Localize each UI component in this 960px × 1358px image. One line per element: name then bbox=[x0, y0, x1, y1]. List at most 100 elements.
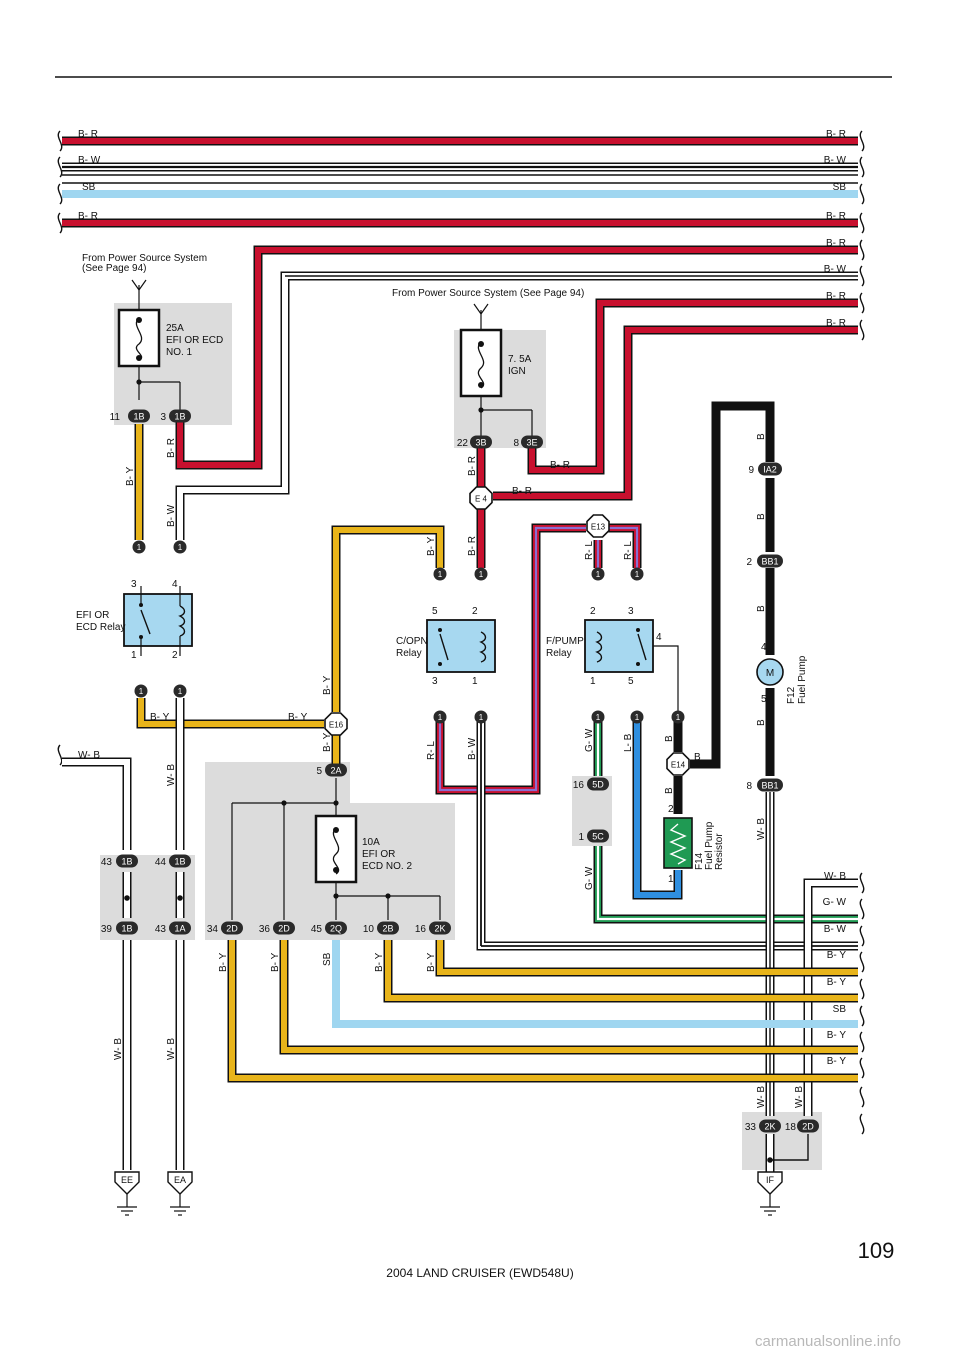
power-source-note: From Power Source System (See Page 94) bbox=[392, 288, 584, 299]
relay-label: Relay bbox=[396, 648, 422, 659]
ground-tag-ea: EA bbox=[167, 1171, 193, 1195]
junction-code: E14 bbox=[671, 761, 686, 770]
pin-code: 1 bbox=[676, 713, 681, 722]
wire-rl-e13 bbox=[598, 523, 642, 568]
relay-fpump bbox=[584, 619, 654, 673]
wire-label: B bbox=[664, 787, 675, 794]
wire-by-relay-e16 bbox=[136, 698, 324, 729]
wire-label: G- W bbox=[584, 866, 595, 890]
footer-title: 2004 LAND CRUISER (EWD548U) bbox=[386, 1266, 573, 1280]
bus-label-right: B- W bbox=[824, 264, 847, 275]
pin-1-9: 1 bbox=[474, 710, 488, 724]
junction-e14: E14 bbox=[666, 752, 690, 776]
pin-number: 8 bbox=[513, 438, 519, 449]
wire-label: B bbox=[756, 513, 767, 520]
pin-number: 18 bbox=[785, 1122, 797, 1133]
connector-3b: 3B bbox=[470, 435, 492, 449]
wire-label: B- R bbox=[467, 536, 478, 556]
wire-label: B- Y bbox=[218, 952, 229, 972]
connector-code: 1B bbox=[121, 924, 132, 934]
motor-symbol: M bbox=[766, 668, 774, 679]
junction-e4: E 4 bbox=[469, 486, 493, 510]
bus-label-right: B- R bbox=[826, 129, 846, 140]
wire-label: B- Y bbox=[270, 952, 281, 972]
wire-label: B- Y bbox=[374, 952, 385, 972]
wire-br-e4 bbox=[493, 325, 858, 501]
pump-label: Fuel Pump bbox=[797, 655, 808, 704]
pin-number: 1 bbox=[472, 676, 478, 687]
splice-points bbox=[124, 895, 773, 1163]
bus-label-lower: B- Y bbox=[827, 977, 847, 988]
pin-number: 1 bbox=[578, 832, 584, 843]
pin-1-6: 1 bbox=[591, 567, 605, 581]
fuse-label: ECD NO. 2 bbox=[362, 861, 412, 872]
pin-code: 1 bbox=[635, 570, 640, 579]
fuel-pump-resistor bbox=[663, 817, 693, 869]
relay-label: Relay bbox=[546, 648, 572, 659]
connector-code: 2K bbox=[434, 924, 445, 934]
resistor-label: Fuel Pump bbox=[704, 821, 715, 870]
pin-code: 1 bbox=[635, 713, 640, 722]
wire-by-2k bbox=[435, 940, 858, 977]
wire-by-copn bbox=[331, 525, 445, 712]
pin-code: 1 bbox=[596, 570, 601, 579]
pin-code: 1 bbox=[438, 570, 443, 579]
fuse-label: 25A bbox=[166, 323, 184, 334]
wire-br-3e bbox=[527, 298, 858, 475]
fuse-label: EFI OR bbox=[362, 849, 395, 860]
connector-code: BB1 bbox=[761, 781, 778, 791]
bus-label-lower: B- W bbox=[824, 924, 847, 935]
wire-label: B- Y bbox=[150, 712, 170, 723]
connector-code: 2D bbox=[802, 1122, 814, 1132]
ground-tag-if: IF bbox=[757, 1171, 783, 1195]
bus-label-left: B- R bbox=[78, 211, 98, 222]
pin-1-2: 1 bbox=[134, 684, 148, 698]
connector-2k-16: 2K bbox=[429, 921, 451, 935]
wire-by-2d-34 bbox=[227, 940, 858, 1083]
connector-code: 1B bbox=[121, 857, 132, 867]
pin-number: 3 bbox=[131, 579, 137, 590]
relay-label: F/PUMP bbox=[546, 636, 584, 647]
wire-label: L- B bbox=[623, 733, 634, 752]
pin-number: 3 bbox=[160, 412, 166, 423]
pin-number: 45 bbox=[311, 924, 323, 935]
pin-number: 3 bbox=[432, 676, 438, 687]
wire-label: B- Y bbox=[426, 536, 437, 556]
connector-1b-44: 1B bbox=[169, 854, 191, 868]
connector-ia2: IA2 bbox=[758, 462, 782, 476]
pin-code: 1 bbox=[479, 570, 484, 579]
pin-1-0: 1 bbox=[132, 540, 146, 554]
pin-1-5: 1 bbox=[474, 567, 488, 581]
wire-label: SB bbox=[322, 952, 333, 966]
connector-code: BB1 bbox=[761, 557, 778, 567]
wire-wb-left bbox=[62, 757, 132, 850]
ground-ea bbox=[169, 1192, 191, 1216]
fuse-label: 7. 5A bbox=[508, 354, 532, 365]
connector-code: 2Q bbox=[330, 924, 342, 934]
pin-number: 16 bbox=[573, 780, 585, 791]
wire-wb-2d bbox=[803, 878, 858, 1116]
fuse-label: IGN bbox=[508, 366, 526, 377]
pin-number: 4 bbox=[656, 632, 662, 643]
wire-label: W- B bbox=[166, 1038, 177, 1060]
wire-by-2b bbox=[383, 940, 858, 1003]
fuse-efi-no2 bbox=[231, 778, 441, 920]
pin-number: 5 bbox=[432, 606, 438, 617]
wire-label: B- Y bbox=[125, 466, 136, 486]
relay-label: C/OPN bbox=[396, 636, 428, 647]
connector-2d-34: 2D bbox=[221, 921, 243, 935]
connector-1b-39: 1B bbox=[116, 921, 138, 935]
bus-label-right: B- W bbox=[824, 155, 847, 166]
wire-label: W- B bbox=[166, 764, 177, 786]
wire-label: R- L bbox=[426, 741, 437, 760]
pin-number: 2 bbox=[668, 804, 674, 815]
pin-1-7: 1 bbox=[630, 567, 644, 581]
pin-number: 5 bbox=[628, 676, 634, 687]
pin-1-10: 1 bbox=[591, 710, 605, 724]
pump-label: F12 bbox=[786, 686, 797, 704]
pin-number: 2 bbox=[590, 606, 596, 617]
pin-number: 39 bbox=[101, 924, 113, 935]
pin-number: 4 bbox=[172, 579, 178, 590]
pin-number: 43 bbox=[101, 857, 113, 868]
